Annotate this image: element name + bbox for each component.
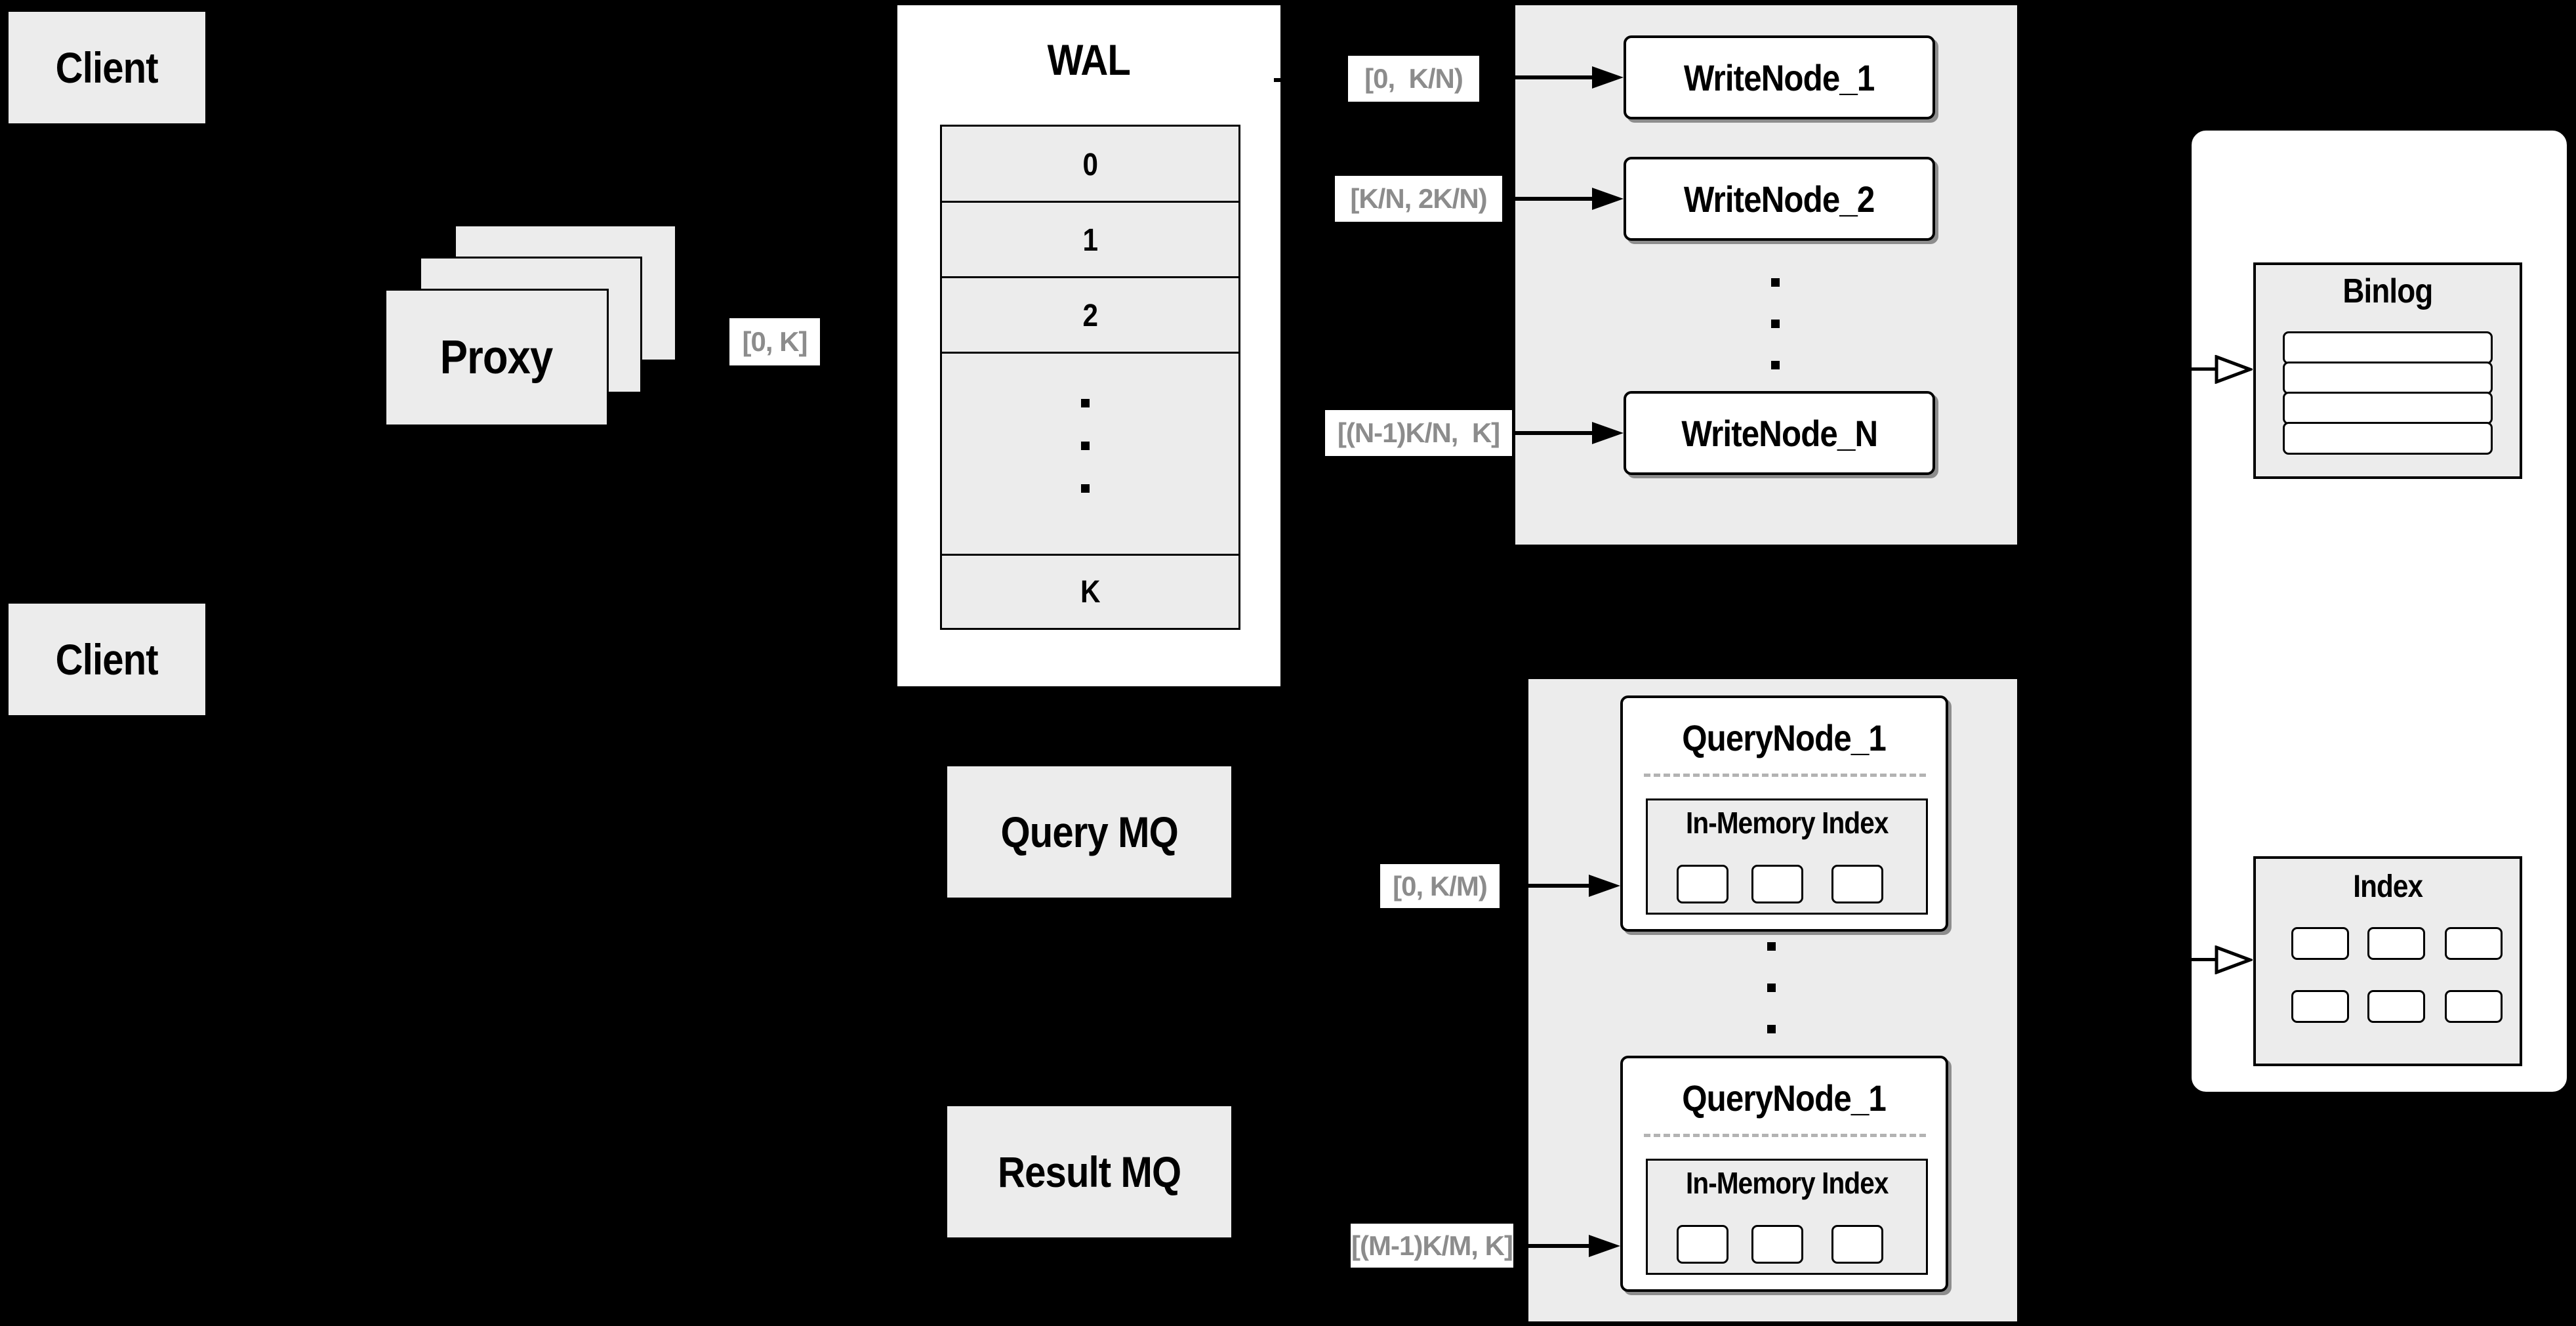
- binlog-box: Binlog: [2253, 262, 2522, 479]
- query-node-box-1: QueryNode_1 In-Memory Index: [1620, 695, 1948, 932]
- write-node-label: WriteNode_N: [1681, 412, 1878, 454]
- query-mq-label: Query MQ: [1000, 808, 1178, 856]
- index-cell: [2367, 927, 2425, 960]
- wal-output-line: [1274, 78, 1348, 82]
- client-box-top: Client: [9, 12, 205, 123]
- wal-title: WAL: [1047, 35, 1131, 84]
- wal-segment-table: 0 1 2 K: [940, 125, 1240, 630]
- range-label-writenode-1: [0, K/N): [1348, 56, 1479, 102]
- dashed-divider: [1644, 1134, 1926, 1137]
- result-mq-label: Result MQ: [997, 1148, 1181, 1196]
- index-cell: [2367, 990, 2425, 1023]
- index-title: Index: [2353, 869, 2423, 904]
- index-title-wrap: Index: [2256, 867, 2520, 906]
- in-memory-index-title-wrap: In-Memory Index: [1648, 1165, 1926, 1201]
- in-memory-index-title: In-Memory Index: [1685, 1166, 1889, 1200]
- wal-title-wrap: WAL: [897, 35, 1280, 84]
- index-cell: [2291, 990, 2349, 1023]
- index-segment-cell: [1751, 865, 1803, 903]
- wal-ellipsis-dots: [1081, 399, 1090, 493]
- query-node-panel: QueryNode_1 In-Memory Index QueryNode_1 …: [1528, 679, 2017, 1321]
- query-node-ellipsis-dots: [1767, 942, 1776, 1033]
- wal-row-divider: [942, 276, 1238, 278]
- index-segment-cell: [1751, 1225, 1803, 1264]
- query-node-title: QueryNode_1: [1682, 1077, 1887, 1119]
- arrowhead-icon: [1592, 188, 1624, 210]
- write-node-box-2: WriteNode_2: [1624, 157, 1935, 241]
- proxy-label: Proxy: [440, 331, 554, 384]
- store-engine-panel: Store Engine Binlog Index: [2189, 128, 2569, 1094]
- client-label: Client: [55, 43, 159, 92]
- arrowhead-icon: [1589, 1235, 1620, 1257]
- index-segment-cell: [1831, 865, 1883, 903]
- arrowhead-icon: [1592, 422, 1624, 444]
- write-node-box-1: WriteNode_1: [1624, 35, 1935, 119]
- index-cell: [2291, 927, 2349, 960]
- result-mq-box: Result MQ: [947, 1106, 1231, 1237]
- binlog-title: Binlog: [2342, 272, 2433, 310]
- in-memory-index-title-wrap: In-Memory Index: [1648, 804, 1926, 841]
- binlog-row: [2283, 392, 2493, 425]
- index-segment-cell: [1677, 865, 1728, 903]
- write-node-label: WriteNode_1: [1684, 56, 1875, 98]
- range-label-proxy: [0, K]: [729, 318, 820, 365]
- arrowhead-icon: [1592, 66, 1624, 89]
- index-cell: [2445, 990, 2503, 1023]
- proxy-box-front: Proxy: [384, 289, 609, 426]
- write-node-ellipsis-dots: [1771, 278, 1780, 369]
- binlog-row: [2283, 362, 2493, 394]
- range-label-querynode-1: [0, K/M): [1380, 864, 1500, 908]
- wal-row-divider: [942, 201, 1238, 203]
- wal-segment-ellipsis-cell: [942, 354, 1238, 556]
- index-box: Index: [2253, 856, 2522, 1066]
- range-label-querynode-2: [(M-1)K/M, K]: [1351, 1224, 1513, 1268]
- wal-segment-0: 0: [942, 127, 1238, 203]
- client-box-bottom: Client: [9, 604, 205, 715]
- wal-segment-label: 2: [1082, 299, 1098, 333]
- client-label: Client: [55, 635, 159, 684]
- write-node-box-n: WriteNode_N: [1624, 391, 1935, 475]
- query-node-title-wrap: QueryNode_1: [1623, 715, 1946, 760]
- wal-segment-1: 1: [942, 203, 1238, 278]
- wal-segment-2: 2: [942, 278, 1238, 354]
- binlog-row: [2283, 331, 2493, 364]
- index-segment-cell: [1677, 1225, 1728, 1264]
- write-node-label: WriteNode_2: [1684, 178, 1875, 220]
- wal-segment-label: 1: [1082, 223, 1098, 258]
- query-mq-box: Query MQ: [947, 766, 1231, 898]
- wal-segment-label: 0: [1082, 147, 1098, 182]
- wal-panel: WAL 0 1 2 K: [895, 3, 1282, 688]
- index-cell: [2445, 927, 2503, 960]
- binlog-row: [2283, 422, 2493, 455]
- wal-segment-k: K: [942, 556, 1238, 628]
- query-node-title: QueryNode_1: [1682, 716, 1887, 758]
- write-node-panel: WriteNode_1 WriteNode_2 WriteNode_N: [1515, 5, 2017, 545]
- in-memory-index-title: In-Memory Index: [1685, 806, 1889, 840]
- range-label-writenode-n: [(N-1)K/N, K]: [1325, 410, 1512, 456]
- binlog-title-wrap: Binlog: [2256, 272, 2520, 311]
- index-segment-cell: [1831, 1225, 1883, 1264]
- in-memory-index-box: In-Memory Index: [1646, 1159, 1928, 1275]
- hollow-arrowhead-icon: [2215, 355, 2253, 384]
- dashed-divider: [1644, 774, 1926, 777]
- wal-row-divider: [942, 554, 1238, 556]
- arrowhead-icon: [1589, 875, 1620, 897]
- query-node-title-wrap: QueryNode_1: [1623, 1075, 1946, 1121]
- wal-row-divider: [942, 352, 1238, 354]
- query-node-box-2: QueryNode_1 In-Memory Index: [1620, 1056, 1948, 1292]
- in-memory-index-box: In-Memory Index: [1646, 798, 1928, 915]
- wal-segment-label: K: [1080, 574, 1101, 610]
- range-label-writenode-2: [K/N, 2K/N): [1335, 176, 1502, 222]
- hollow-arrowhead-icon: [2215, 945, 2253, 974]
